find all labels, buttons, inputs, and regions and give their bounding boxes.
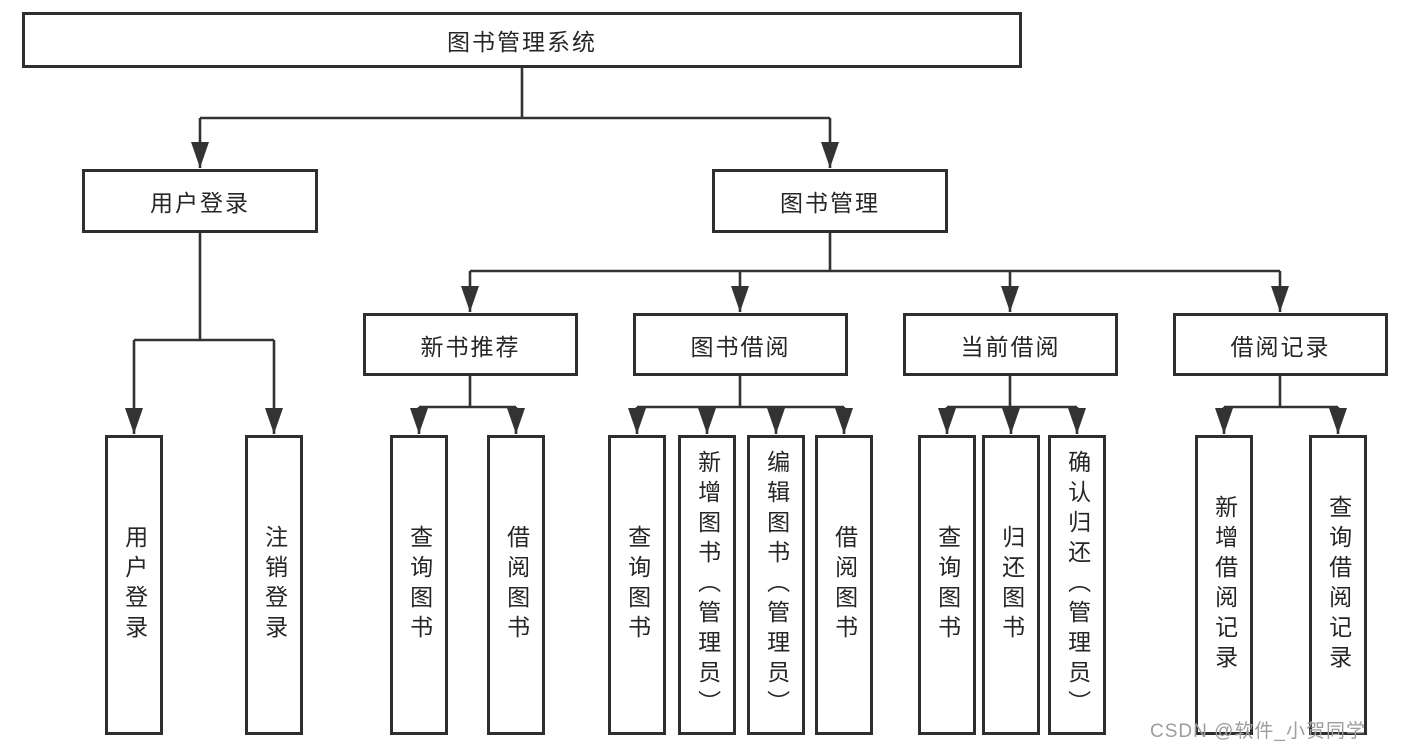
node-label: 图书管理系统	[447, 29, 597, 55]
leaf-add-borrow-record: 新增借阅记录	[1195, 435, 1253, 735]
node-label: 用户登录	[150, 190, 250, 216]
node-label: 新增借阅记录	[1211, 495, 1238, 675]
node-label: 图书管理	[780, 190, 880, 216]
node-label: 查询借阅记录	[1325, 495, 1352, 675]
leaf-logout: 注销登录	[245, 435, 303, 735]
node-label: 借阅图书	[831, 525, 858, 645]
node-label: 借阅图书	[503, 525, 530, 645]
leaf-borrow-books-1: 借阅图书	[487, 435, 545, 735]
node-label: 查询图书	[406, 525, 433, 645]
node-book-management: 图书管理	[712, 169, 948, 233]
node-label: 图书借阅	[690, 333, 791, 360]
node-label: 新增图书（管理员）	[694, 450, 721, 720]
leaf-add-book-admin: 新增图书（管理员）	[678, 435, 736, 735]
node-label: 确认归还（管理员）	[1064, 450, 1091, 720]
node-current-borrowing: 当前借阅	[903, 313, 1118, 376]
leaf-edit-book-admin: 编辑图书（管理员）	[747, 435, 805, 735]
leaf-borrow-books-2: 借阅图书	[815, 435, 873, 735]
node-label: 归还图书	[998, 525, 1025, 645]
node-label: 查询图书	[624, 525, 651, 645]
leaf-query-books-2: 查询图书	[608, 435, 666, 735]
leaf-query-borrow-record: 查询借阅记录	[1309, 435, 1367, 735]
node-label: 新书推荐	[420, 333, 521, 360]
csdn-watermark: CSDN @软件_小贺同学	[1150, 721, 1366, 742]
node-label: 用户登录	[121, 525, 148, 645]
node-label: 借阅记录	[1230, 333, 1331, 360]
node-book-borrowing: 图书借阅	[633, 313, 848, 376]
leaf-return-books: 归还图书	[982, 435, 1040, 735]
node-label: 查询图书	[934, 525, 961, 645]
node-label: 当前借阅	[960, 333, 1061, 360]
leaf-confirm-return-admin: 确认归还（管理员）	[1048, 435, 1106, 735]
leaf-user-login: 用户登录	[105, 435, 163, 735]
node-library-management-system: 图书管理系统	[22, 12, 1022, 68]
node-label: 注销登录	[261, 525, 288, 645]
leaf-query-books-3: 查询图书	[918, 435, 976, 735]
node-label: 编辑图书（管理员）	[763, 450, 790, 720]
node-borrowing-records: 借阅记录	[1173, 313, 1388, 376]
node-new-book-recommendation: 新书推荐	[363, 313, 578, 376]
leaf-query-books-1: 查询图书	[390, 435, 448, 735]
node-user-login: 用户登录	[82, 169, 318, 233]
